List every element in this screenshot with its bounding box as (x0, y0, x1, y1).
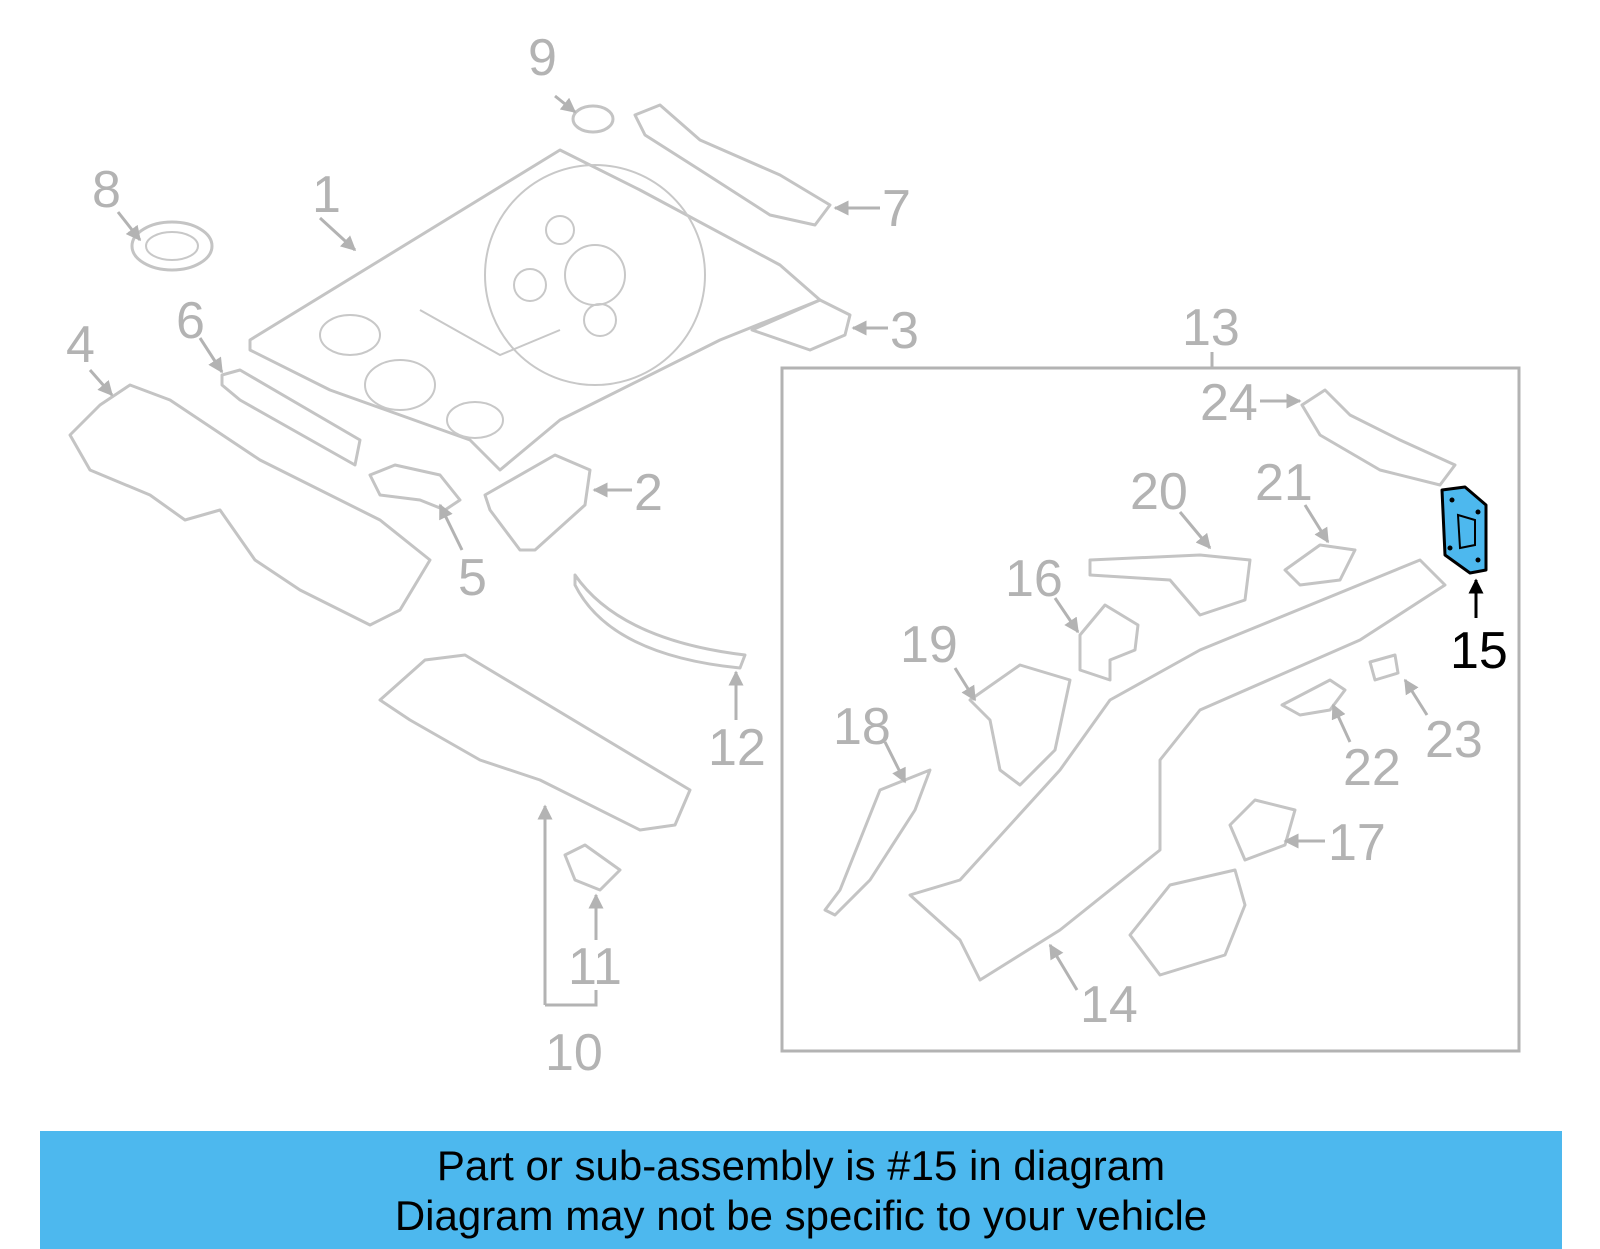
rear-pad-component (1128, 868, 1247, 977)
part-2-bracket (483, 453, 592, 552)
part-16-bracket (1078, 603, 1140, 682)
part-5-bracket (368, 463, 462, 512)
label-16: 16 (1005, 550, 1063, 608)
label-10: 10 (545, 1024, 603, 1082)
label-1: 1 (312, 166, 341, 224)
part-14-rail (908, 558, 1447, 982)
part-20-rail-end (1088, 553, 1252, 617)
part-8-plug (130, 220, 214, 272)
label-21: 21 (1255, 454, 1313, 512)
label-3: 3 (890, 302, 919, 360)
label-11: 11 (568, 938, 622, 996)
part-11-bracket (563, 843, 622, 892)
part-4-side-member (68, 383, 432, 627)
part-9-grommet (571, 104, 615, 134)
label-19: 19 (900, 616, 958, 674)
label-22: 22 (1343, 739, 1401, 797)
part-19-bracket (968, 663, 1072, 787)
label-23: 23 (1425, 711, 1483, 769)
part-23-clip (1368, 653, 1400, 682)
part-24-rail (1300, 388, 1457, 487)
leader-lines (88, 94, 1484, 1007)
part-13-group-box (780, 366, 1521, 1053)
part-18-bracket (823, 768, 932, 917)
part-1-floor-pan (248, 148, 822, 472)
banner-line-1: Part or sub-assembly is #15 in diagram (436, 1142, 1166, 1189)
part-7-rail (633, 103, 832, 227)
part-21-bracket (1283, 543, 1357, 587)
label-14: 14 (1080, 976, 1138, 1034)
label-17: 17 (1328, 814, 1386, 872)
part-3-plate (750, 298, 852, 352)
part-22-bracket (1280, 678, 1347, 717)
label-2: 2 (634, 464, 663, 522)
label-24: 24 (1200, 374, 1258, 432)
label-13: 13 (1182, 299, 1240, 357)
label-4: 4 (66, 316, 95, 374)
label-15: 15 (1450, 622, 1508, 680)
part-12-arch (573, 573, 747, 670)
callout-labels: 9 1 8 7 6 4 3 13 24 2 20 21 5 16 15 19 1… (66, 29, 1508, 1082)
label-20: 20 (1130, 463, 1188, 521)
banner-line-2: Diagram may not be specific to your vehi… (394, 1192, 1208, 1239)
label-6: 6 (176, 292, 205, 350)
label-18: 18 (833, 698, 891, 756)
part-17-bracket (1228, 798, 1297, 862)
info-banner: Part or sub-assembly is #15 in diagram D… (40, 1131, 1562, 1249)
label-9: 9 (528, 29, 557, 87)
label-12: 12 (708, 719, 766, 777)
label-5: 5 (458, 549, 487, 607)
part-15-highlighted (1440, 485, 1488, 575)
label-8: 8 (92, 161, 121, 219)
part-10-tunnel (378, 653, 692, 832)
part-6-crossmember (220, 368, 362, 467)
label-7: 7 (882, 180, 911, 238)
